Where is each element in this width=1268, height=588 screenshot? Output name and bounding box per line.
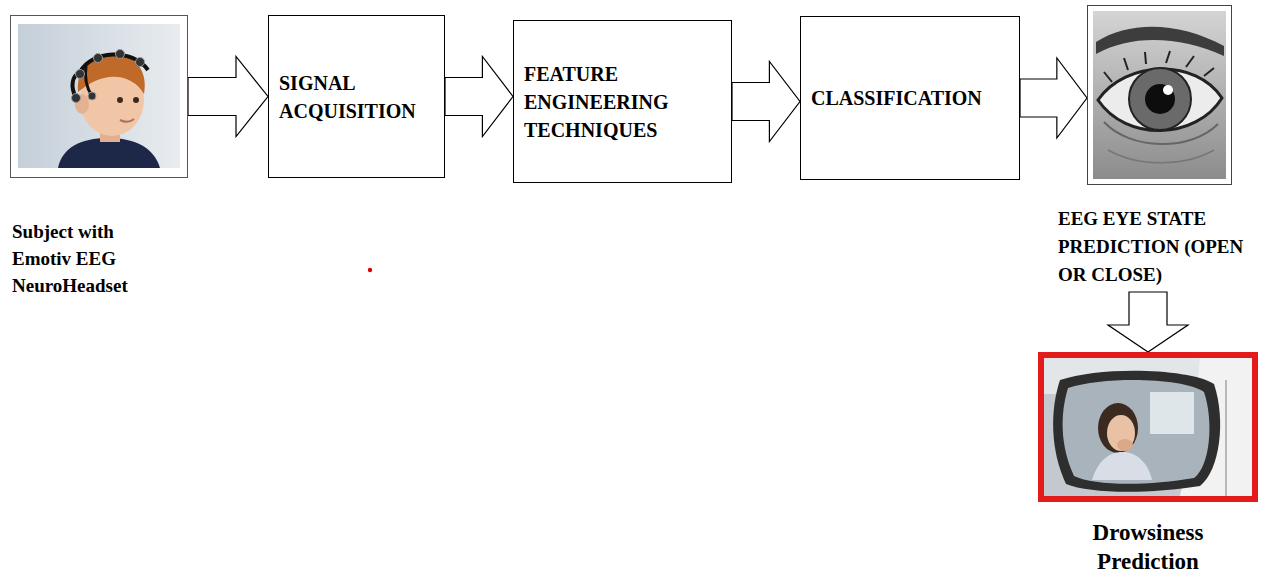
block-arrow bbox=[188, 57, 268, 137]
driver-shirt bbox=[1092, 452, 1152, 480]
eyeball bbox=[1098, 69, 1222, 131]
reflected-window bbox=[1150, 392, 1194, 434]
electrode bbox=[116, 50, 125, 59]
pupil bbox=[1145, 84, 1175, 114]
lower-lid bbox=[1104, 122, 1218, 144]
mirror-glass bbox=[1063, 380, 1210, 484]
mirror-housing bbox=[1053, 371, 1220, 492]
eyelashes bbox=[1104, 51, 1214, 82]
image-frame bbox=[10, 15, 188, 178]
caption-group: EEG EYE STATE PREDICTION (OPEN OR CLOSE) bbox=[1058, 205, 1260, 289]
eye-highlight bbox=[1163, 85, 1173, 95]
skin-fold bbox=[1108, 150, 1214, 163]
eye-photo bbox=[1093, 11, 1226, 179]
process-box: SIGNAL ACQUISITION bbox=[268, 15, 445, 178]
image-frame bbox=[1038, 352, 1258, 502]
child-photo bbox=[18, 24, 180, 168]
driver-hand bbox=[1117, 439, 1133, 451]
stray-dot bbox=[368, 268, 372, 272]
process-box: CLASSIFICATION bbox=[800, 16, 1020, 180]
drowsiness-image: Drowsiness Prediction bbox=[1038, 352, 1258, 576]
headset-arm bbox=[85, 66, 92, 96]
caption-group: Drowsiness Prediction bbox=[1063, 518, 1233, 576]
electrode bbox=[136, 58, 145, 67]
photo-background bbox=[1044, 358, 1252, 496]
iris bbox=[1129, 68, 1191, 130]
block-arrow bbox=[1020, 58, 1087, 138]
image-caption: Subject with Emotiv EEG NeuroHeadset bbox=[12, 218, 162, 299]
mirror-photo bbox=[1044, 358, 1252, 496]
box-label: FEATURE ENGINEERING TECHNIQUES bbox=[524, 60, 721, 144]
driver-hair bbox=[1098, 403, 1138, 453]
image-caption: Drowsiness Prediction bbox=[1063, 518, 1233, 576]
photo-background bbox=[1093, 11, 1226, 179]
eye-state-image: EEG EYE STATE PREDICTION (OPEN OR CLOSE) bbox=[1056, 5, 1262, 289]
door-seam bbox=[1225, 380, 1227, 496]
electrode bbox=[88, 92, 96, 100]
block-arrow bbox=[445, 57, 513, 137]
image-frame bbox=[1087, 5, 1232, 185]
caption-group: Subject with Emotiv EEG NeuroHeadset bbox=[12, 218, 162, 299]
eyebrow bbox=[1096, 27, 1224, 56]
driver-face bbox=[1107, 415, 1135, 451]
electrode bbox=[94, 54, 103, 63]
box-label: CLASSIFICATION bbox=[811, 84, 1009, 112]
electrode bbox=[76, 70, 85, 79]
block-arrow bbox=[732, 62, 800, 142]
child-eye bbox=[133, 97, 139, 103]
headset-band bbox=[80, 54, 148, 72]
child-shirt bbox=[58, 138, 160, 168]
child-mouth bbox=[120, 119, 134, 122]
electrode bbox=[72, 94, 81, 103]
child-eye bbox=[117, 97, 123, 103]
photo-background bbox=[18, 24, 180, 168]
process-box: FEATURE ENGINEERING TECHNIQUES bbox=[513, 20, 732, 183]
block-arrow bbox=[1108, 292, 1188, 352]
box-label: SIGNAL ACQUISITION bbox=[279, 69, 434, 125]
image-caption: EEG EYE STATE PREDICTION (OPEN OR CLOSE) bbox=[1058, 205, 1260, 289]
subject-image: Subject with Emotiv EEG NeuroHeadset bbox=[10, 15, 188, 299]
